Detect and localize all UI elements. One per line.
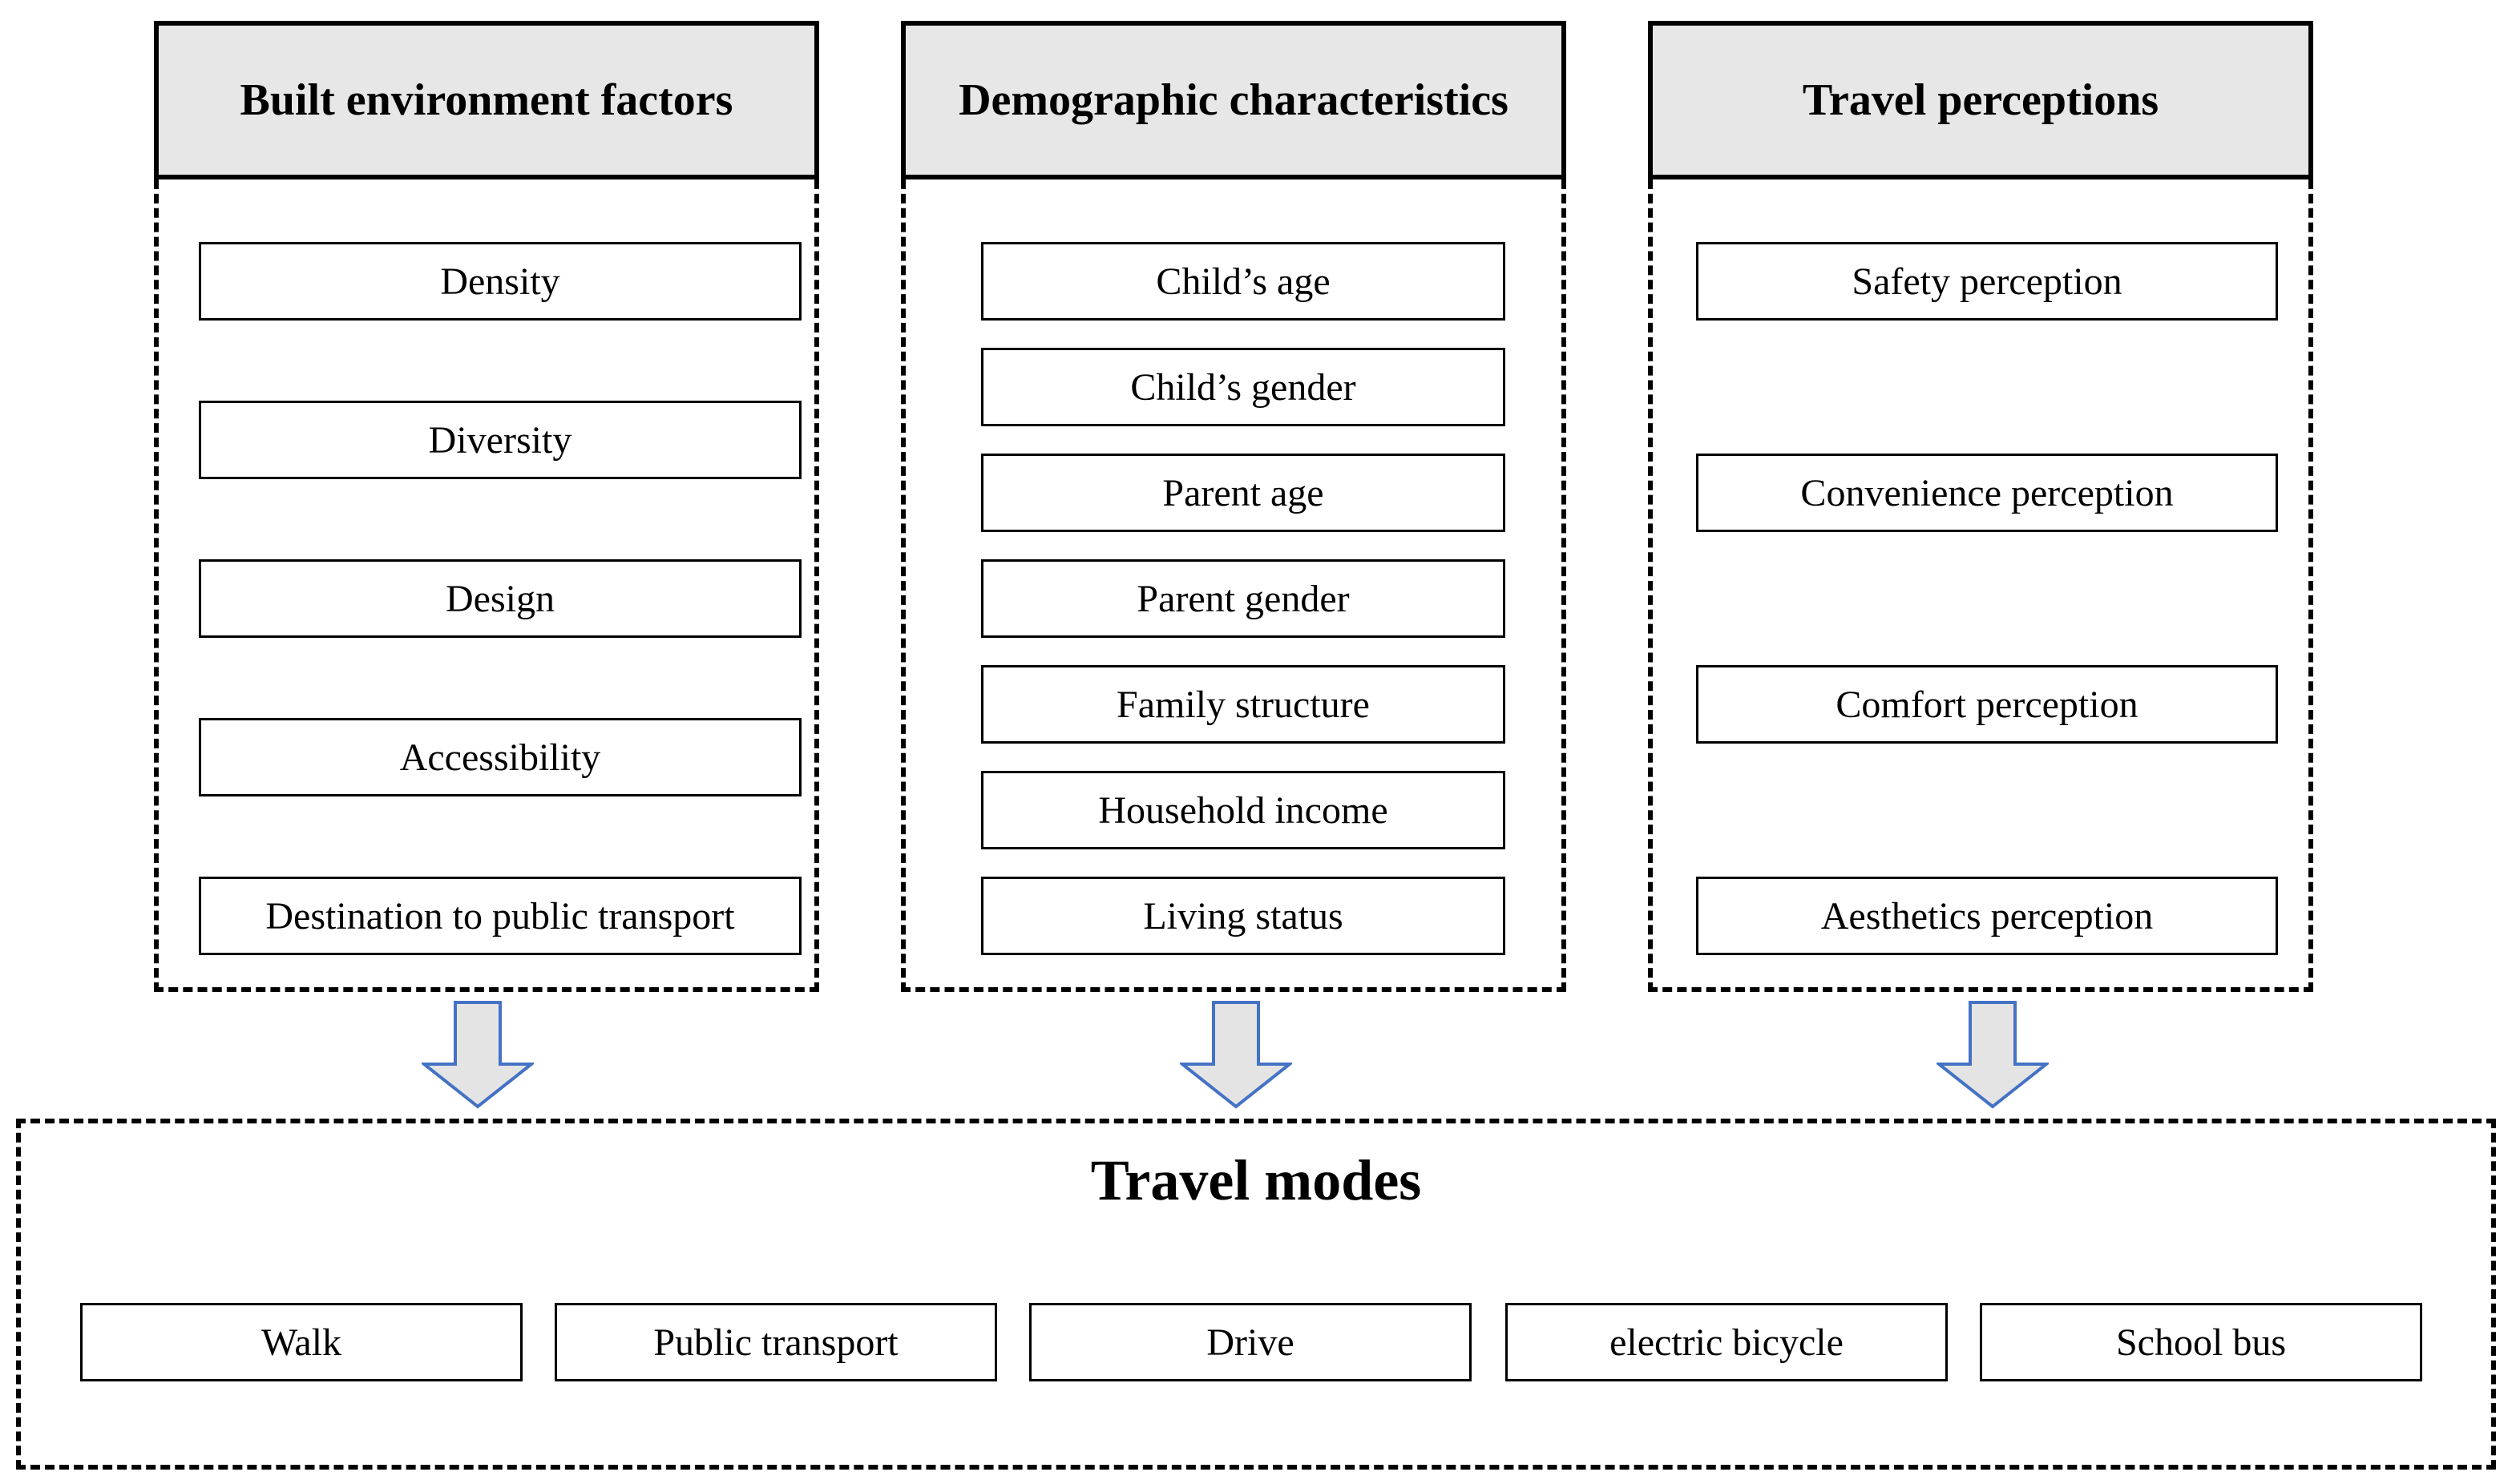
travel-modes-title: Travel modes [1090,1148,1422,1212]
factor-accessibility: Accessibility [199,718,802,796]
travel-modes-group: Travel modes Walk Public transport Drive… [16,1119,2496,1470]
demographic-parent-gender: Parent gender [981,559,1505,638]
factor-design: Design [199,559,802,638]
perception-convenience: Convenience perception [1696,454,2278,532]
built-environment-header: Built environment factors [154,21,819,179]
factor-density: Density [199,242,802,321]
demographic-household-income: Household income [981,771,1505,849]
demographic-parent-age: Parent age [981,454,1505,532]
built-environment-group: Density Diversity Design Accessibility D… [154,179,819,992]
demographic-childs-gender: Child’s gender [981,348,1505,426]
demographic-column: Demographic characteristics Child’s age … [901,0,1566,994]
built-environment-column: Built environment factors Density Divers… [154,0,819,994]
perception-aesthetics: Aesthetics perception [1696,877,2278,955]
mode-school-bus: School bus [1980,1303,2422,1381]
travel-perceptions-header: Travel perceptions [1648,21,2313,179]
demographic-living-status: Living status [981,877,1505,955]
down-arrow-icon [1937,1001,2049,1109]
demographic-header: Demographic characteristics [901,21,1566,179]
mode-electric-bicycle: electric bicycle [1505,1303,1948,1381]
mode-public-transport: Public transport [555,1303,997,1381]
down-arrow-icon [422,1001,534,1109]
perception-safety: Safety perception [1696,242,2278,321]
perception-comfort: Comfort perception [1696,665,2278,744]
demographic-family-structure: Family structure [981,665,1505,744]
factor-diversity: Diversity [199,401,802,479]
mode-drive: Drive [1029,1303,1472,1381]
demographic-childs-age: Child’s age [981,242,1505,321]
factor-destination-to-public-transport: Destination to public transport [199,877,802,955]
mode-walk: Walk [80,1303,523,1381]
demographic-group: Child’s age Child’s gender Parent age Pa… [901,179,1566,992]
travel-perceptions-group: Safety perception Convenience perception… [1648,179,2313,992]
down-arrow-icon [1180,1001,1292,1109]
travel-perceptions-column: Travel perceptions Safety perception Con… [1648,0,2313,994]
